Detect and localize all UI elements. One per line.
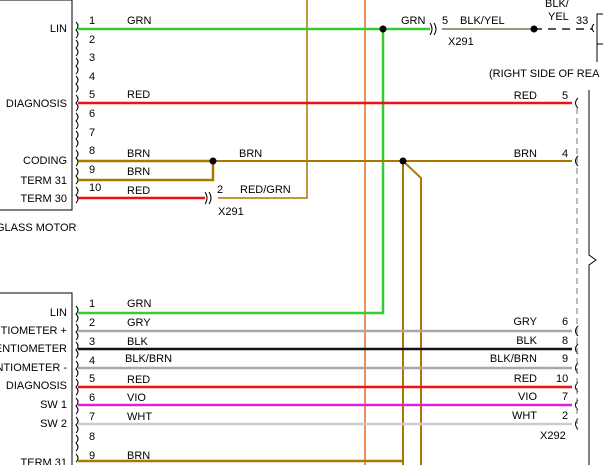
wire-label-m1-red: RED [127, 89, 150, 101]
module-2-pin-9: 9 [89, 450, 95, 462]
module-2-pin-6: 6 [89, 392, 95, 404]
module-1-pin-8: 8 [89, 145, 95, 157]
wire-label-m2-blk: BLK [127, 336, 148, 348]
module-2-label-diagnosis: DIAGNOSIS [6, 380, 67, 392]
wire-label-m2-wht: WHT [127, 411, 152, 423]
x292-wht-pin: 2 [562, 410, 568, 422]
wire-label-m2-blkbrn: BLK/BRN [125, 353, 172, 365]
wire-label-brn-mid: BRN [239, 148, 262, 160]
wire-red-grn-vertical [218, 0, 308, 199]
x292-vio-label: VIO [518, 391, 537, 403]
module-1-border [0, 0, 73, 211]
wire-label-top-blk: BLK/ [545, 0, 570, 10]
x292-wht-label: WHT [512, 410, 537, 422]
module-1-label-coding: CODING [23, 155, 67, 167]
module-2-label-sw2: SW 2 [40, 418, 67, 430]
x292-blk-label: BLK [516, 335, 537, 347]
module-1-label-lin: LIN [50, 23, 67, 35]
x292-red-pin: 10 [556, 373, 568, 385]
module-1-caption: GLASS MOTOR [0, 222, 77, 234]
x292-vio-pin: 7 [562, 391, 568, 403]
module-2-label-lin: LIN [50, 307, 67, 319]
wire-label-top-yel: YEL [548, 11, 569, 23]
x292-blkbrn-pin: 9 [562, 353, 568, 365]
wire-label-redgrn: RED/GRN [240, 184, 291, 196]
module-2-pin-5: 5 [89, 373, 95, 385]
right-brn-label: BRN [514, 148, 537, 160]
wire-label-m1-brn9: BRN [127, 166, 150, 178]
module-2-pin-numbers: 1 2 3 4 5 6 7 8 9 [89, 298, 95, 462]
connector-x291-b: 2 X291 [204, 184, 244, 218]
splice-dot-brn-right [399, 157, 407, 165]
x292-blkbrn-label: BLK/BRN [490, 353, 537, 365]
wire-label-top-blkyel: BLK/YEL [460, 15, 505, 27]
x291-b-name: X291 [218, 206, 244, 218]
module-1-pin-numbers: 1 2 3 4 5 6 7 8 9 10 [89, 15, 101, 194]
x292-red-label: RED [514, 373, 537, 385]
module-1-label-diagnosis: DIAGNOSIS [6, 98, 67, 110]
module-2-label-pot-minus: POTENTIOMETER - [0, 362, 67, 374]
wire-label-m2-gry: GRY [127, 317, 151, 329]
right-red-label: RED [514, 90, 537, 102]
top-right-component-outline [596, 13, 603, 45]
module-1-pin-brackets [75, 21, 79, 204]
wire-label-m1-red10: RED [127, 185, 150, 197]
x291-b-bracket [204, 191, 212, 205]
module-2-pin-brackets [75, 305, 79, 463]
module-2-pin-3: 3 [89, 336, 95, 348]
module-1-pin-7: 7 [89, 127, 95, 139]
module-2-label-sw1: SW 1 [40, 399, 67, 411]
module-2: LIN POTENTIOMETER + POTENTIOMETER POTENT… [0, 292, 95, 465]
splice-dot-brn-left [209, 157, 217, 165]
x291-b-pin: 2 [217, 184, 223, 196]
module-2-pin-1: 1 [89, 298, 95, 310]
wire-label-m2-red: RED [127, 374, 150, 386]
x292-blk-pin: 8 [562, 335, 568, 347]
top-right-component-bracket [591, 23, 595, 33]
module-1-label-term31: TERM 31 [21, 175, 67, 187]
right-red-pin: 5 [562, 90, 568, 102]
module-1-pin-6: 6 [89, 108, 95, 120]
module-2-border [0, 292, 73, 465]
x292-gry-label: GRY [513, 316, 537, 328]
right-group-brace [588, 90, 597, 465]
wire-m1-brn9 [78, 161, 215, 182]
module-2-pin-4: 4 [89, 355, 95, 367]
module-1-pin-9: 9 [89, 164, 95, 176]
wire-grn-splice-down [78, 29, 385, 315]
wire-label-m1-brn8: BRN [127, 148, 150, 160]
splice-dot-grn [379, 25, 387, 33]
module-2-pin-2: 2 [89, 317, 95, 329]
wire-brn-splice-down-b [402, 160, 422, 465]
x291-a-pin: 5 [442, 15, 448, 27]
wire-label-m2-vio: VIO [127, 392, 146, 404]
right-side-caption: (RIGHT SIDE OF REA [489, 68, 600, 80]
module-2-pin-8: 8 [89, 431, 95, 443]
wire-label-m1-grn: GRN [127, 15, 152, 27]
module-1: LIN DIAGNOSIS CODING TERM 31 TERM 30 GLA… [0, 0, 101, 234]
module-2-label-pot: POTENTIOMETER [0, 343, 67, 355]
wire-label-m2-grn: GRN [127, 298, 152, 310]
x292-gry-pin: 6 [562, 316, 568, 328]
module-1-pin-4: 4 [89, 71, 95, 83]
x291-a-bracket [429, 22, 437, 36]
module-1-label-term30: TERM 30 [21, 193, 67, 205]
module-2-label-term31: TERM 31 [21, 457, 67, 465]
wire-label-top-grn: GRN [401, 15, 426, 27]
module-1-pin-5: 5 [89, 89, 95, 101]
connector-x291-a: 5 X291 [429, 15, 474, 48]
module-1-pin-3: 3 [89, 52, 95, 64]
top-splice-dot [530, 25, 538, 33]
module-2-label-pot-plus: POTENTIOMETER + [0, 325, 67, 337]
x292-name: X292 [540, 430, 566, 442]
wire-label-m2-brn: BRN [127, 450, 150, 462]
x291-a-name: X291 [448, 36, 474, 48]
module-1-pin-10: 10 [89, 182, 101, 194]
right-brn-pin: 4 [562, 148, 568, 160]
module-1-pin-2: 2 [89, 34, 95, 46]
top-right-pin: 33 [576, 15, 588, 27]
module-2-pin-7: 7 [89, 411, 95, 423]
module-1-pin-1: 1 [89, 15, 95, 27]
